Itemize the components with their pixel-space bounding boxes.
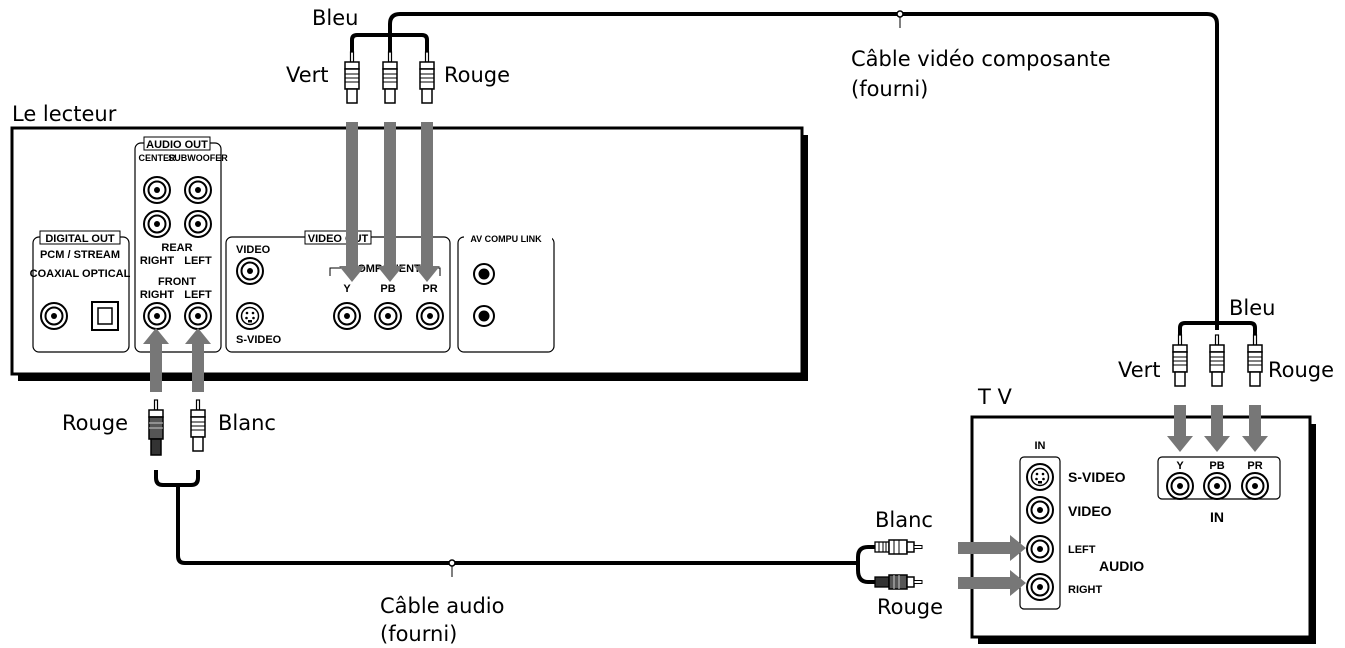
component-plug-blue-player [382,51,398,104]
arrow-y-tv [1167,405,1193,452]
front-label: FRONT [158,276,196,288]
audio-plug-red-player [148,399,164,456]
player-y-jack[interactable] [333,302,361,330]
component-video-cable [350,12,1257,335]
video-out-label: VIDEO OUT [308,233,369,245]
component-red-label-top: Rouge [444,63,510,87]
player-pb-label: PB [380,283,395,295]
tv-video-jack[interactable] [1026,496,1054,524]
pcm-stream-label: PCM / STREAM [40,249,120,261]
rear-label: REAR [161,242,192,254]
front-left-jack[interactable] [184,302,212,330]
subwoofer-jack[interactable] [184,176,212,204]
audio-red-label-tv: Rouge [877,595,943,619]
arrow-pr-tv [1242,405,1268,452]
front-right-jack[interactable] [143,302,171,330]
component-cable-caption-line2: (fourni) [851,77,928,101]
arrow-pb-player [377,122,403,282]
center-label: CENTER [138,153,176,163]
rear-left-label: LEFT [184,255,212,267]
tv-in-left-label: IN [1035,440,1046,452]
audio-red-label-player: Rouge [62,411,128,435]
component-plug-green-tv [1172,334,1188,387]
tv-y-jack[interactable] [1166,472,1194,500]
tv-in-group-left [1019,456,1061,610]
tv-y-label: Y [1176,460,1184,472]
player-pr-jack[interactable] [416,302,444,330]
tv-title: T V [977,385,1013,409]
component-cable-caption-line1: Câble vidéo composante [851,47,1111,71]
av-compu-link-jack-2[interactable] [473,305,495,327]
subwoofer-label: SUBWOOFER [168,153,228,163]
player-pb-jack[interactable] [374,302,402,330]
tv-in-right-label: IN [1210,509,1224,525]
tv-right-label: RIGHT [1068,584,1103,596]
player-title: Le lecteur [12,102,117,126]
audio-plug-red-tv [874,574,923,590]
component-blue-label-tv: Bleu [1229,296,1275,320]
optical-jack[interactable] [91,301,119,331]
player-pr-label: PR [422,283,437,295]
front-right-label: RIGHT [140,289,175,301]
tv-pr-label: PR [1247,460,1262,472]
av-compu-link-jack-1[interactable] [473,263,495,285]
tv-pb-label: PB [1209,460,1224,472]
component-plug-green-player [344,51,360,104]
arrow-audio-right-tv [958,570,1026,596]
tv-s-video-label: S-VIDEO [1068,469,1126,485]
s-video-jack[interactable] [236,302,264,330]
tv-audio-right-jack[interactable] [1026,573,1054,601]
tv-panel [970,415,1316,644]
arrow-pr-player [414,122,440,282]
front-left-label: LEFT [184,289,212,301]
video-label: VIDEO [236,244,271,256]
player-panel [10,126,808,381]
audio-cable-caption-line1: Câble audio [380,594,504,618]
tv-video-label: VIDEO [1068,503,1112,519]
component-green-label-tv: Vert [1118,358,1161,382]
component-blue-label-top: Bleu [312,6,358,30]
tv-s-video-jack[interactable] [1026,463,1054,491]
arrow-pb-tv [1204,405,1230,452]
audio-white-label-player: Blanc [218,411,276,435]
tv-pb-jack[interactable] [1203,472,1231,500]
av-compu-link-label: AV COMPU LINK [470,234,542,244]
audio-cable-caption-line2: (fourni) [380,622,457,646]
component-plug-red-tv [1247,334,1263,387]
tv-pr-jack[interactable] [1241,472,1269,500]
center-jack[interactable] [143,176,171,204]
tv-audio-left-jack[interactable] [1026,535,1054,563]
connection-arrows [143,122,1268,596]
s-video-label: S-VIDEO [236,334,282,346]
audio-cable [154,470,880,584]
rear-right-jack[interactable] [143,210,171,238]
coaxial-jack[interactable] [40,302,68,330]
component-red-label-tv: Rouge [1268,358,1334,382]
rear-left-jack[interactable] [184,210,212,238]
rear-right-label: RIGHT [140,255,175,267]
tv-audio-label: AUDIO [1099,558,1144,574]
coaxial-optical-label: COAXIAL OPTICAL [30,268,131,280]
arrow-audio-right-player [143,328,169,392]
tv-left-label: LEFT [1068,544,1096,556]
audio-plug-white-player [190,399,206,452]
component-plug-red-player [419,51,435,104]
video-jack[interactable] [236,257,264,285]
arrow-audio-left-player [185,328,211,392]
audio-out-label: AUDIO OUT [146,139,208,151]
arrow-y-player [339,122,365,282]
component-green-label-top: Vert [286,63,329,87]
arrow-audio-left-tv [958,535,1026,561]
player-y-label: Y [343,283,351,295]
audio-plug-white-tv [874,539,923,555]
digital-out-label: DIGITAL OUT [45,233,115,245]
component-plug-blue-tv [1209,334,1225,387]
audio-white-label-tv: Blanc [875,508,933,532]
